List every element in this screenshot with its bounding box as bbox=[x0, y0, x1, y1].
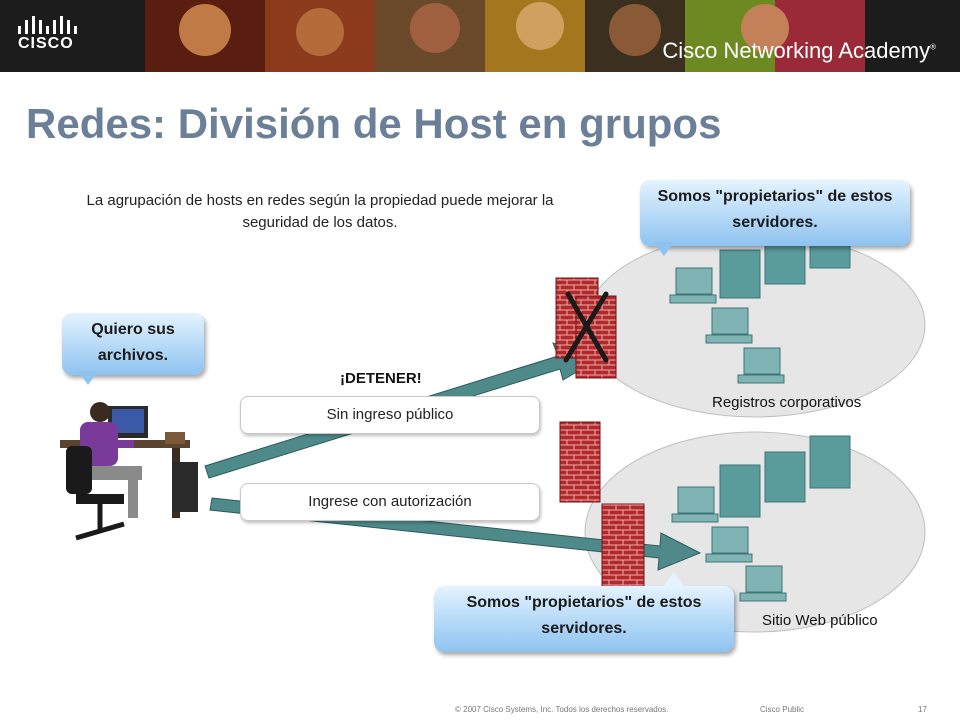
cisco-logo bbox=[18, 16, 77, 34]
corporate-server-icon bbox=[719, 231, 851, 299]
public-workstation-icon bbox=[671, 486, 787, 602]
copyright-text: © 2007 Cisco Systems, Inc. Todos los der… bbox=[455, 705, 669, 714]
user-at-computer-icon bbox=[60, 402, 198, 541]
firewall-icon bbox=[601, 503, 645, 589]
student-photos-strip bbox=[145, 0, 865, 72]
page-number: 17 bbox=[918, 705, 927, 714]
callout-tail bbox=[664, 572, 684, 586]
callout-text: Somos "propietarios" de estos servidores… bbox=[657, 188, 893, 231]
authorized-access-label: Ingrese con autorización bbox=[240, 483, 540, 521]
no-public-access-label: Sin ingreso público bbox=[240, 396, 540, 434]
blocked-x-icon bbox=[563, 291, 609, 363]
corporate-records-label: Registros corporativos bbox=[712, 394, 862, 411]
callout-text: Somos "propietarios" de estos servidores… bbox=[466, 594, 702, 637]
intro-text: La agrupación de hosts en redes según la… bbox=[86, 192, 554, 231]
corporate-workstation-icon bbox=[669, 267, 785, 384]
header-banner: CISCO Cisco Networking Academy® bbox=[0, 0, 960, 72]
stop-label: ¡DETENER! bbox=[340, 370, 422, 387]
callout-tail bbox=[654, 242, 674, 256]
cisco-wordmark: CISCO bbox=[18, 35, 74, 52]
classification-text: Cisco Public bbox=[760, 705, 805, 714]
callout-tail bbox=[78, 371, 98, 385]
callout-text: Quiero sus archivos. bbox=[91, 321, 175, 364]
public-server-icon bbox=[719, 435, 851, 518]
firewall-icon bbox=[559, 421, 601, 503]
public-website-label: Sitio Web público bbox=[762, 612, 878, 629]
callout-owners-bottom: Somos "propietarios" de estos servidores… bbox=[434, 572, 734, 652]
callout-owners-top: Somos "propietarios" de estos servidores… bbox=[640, 180, 910, 256]
slide-title: Redes: División de Host en grupos bbox=[26, 100, 722, 147]
academy-brand: Cisco Networking Academy® bbox=[662, 38, 936, 63]
callout-user: Quiero sus archivos. bbox=[62, 313, 204, 385]
